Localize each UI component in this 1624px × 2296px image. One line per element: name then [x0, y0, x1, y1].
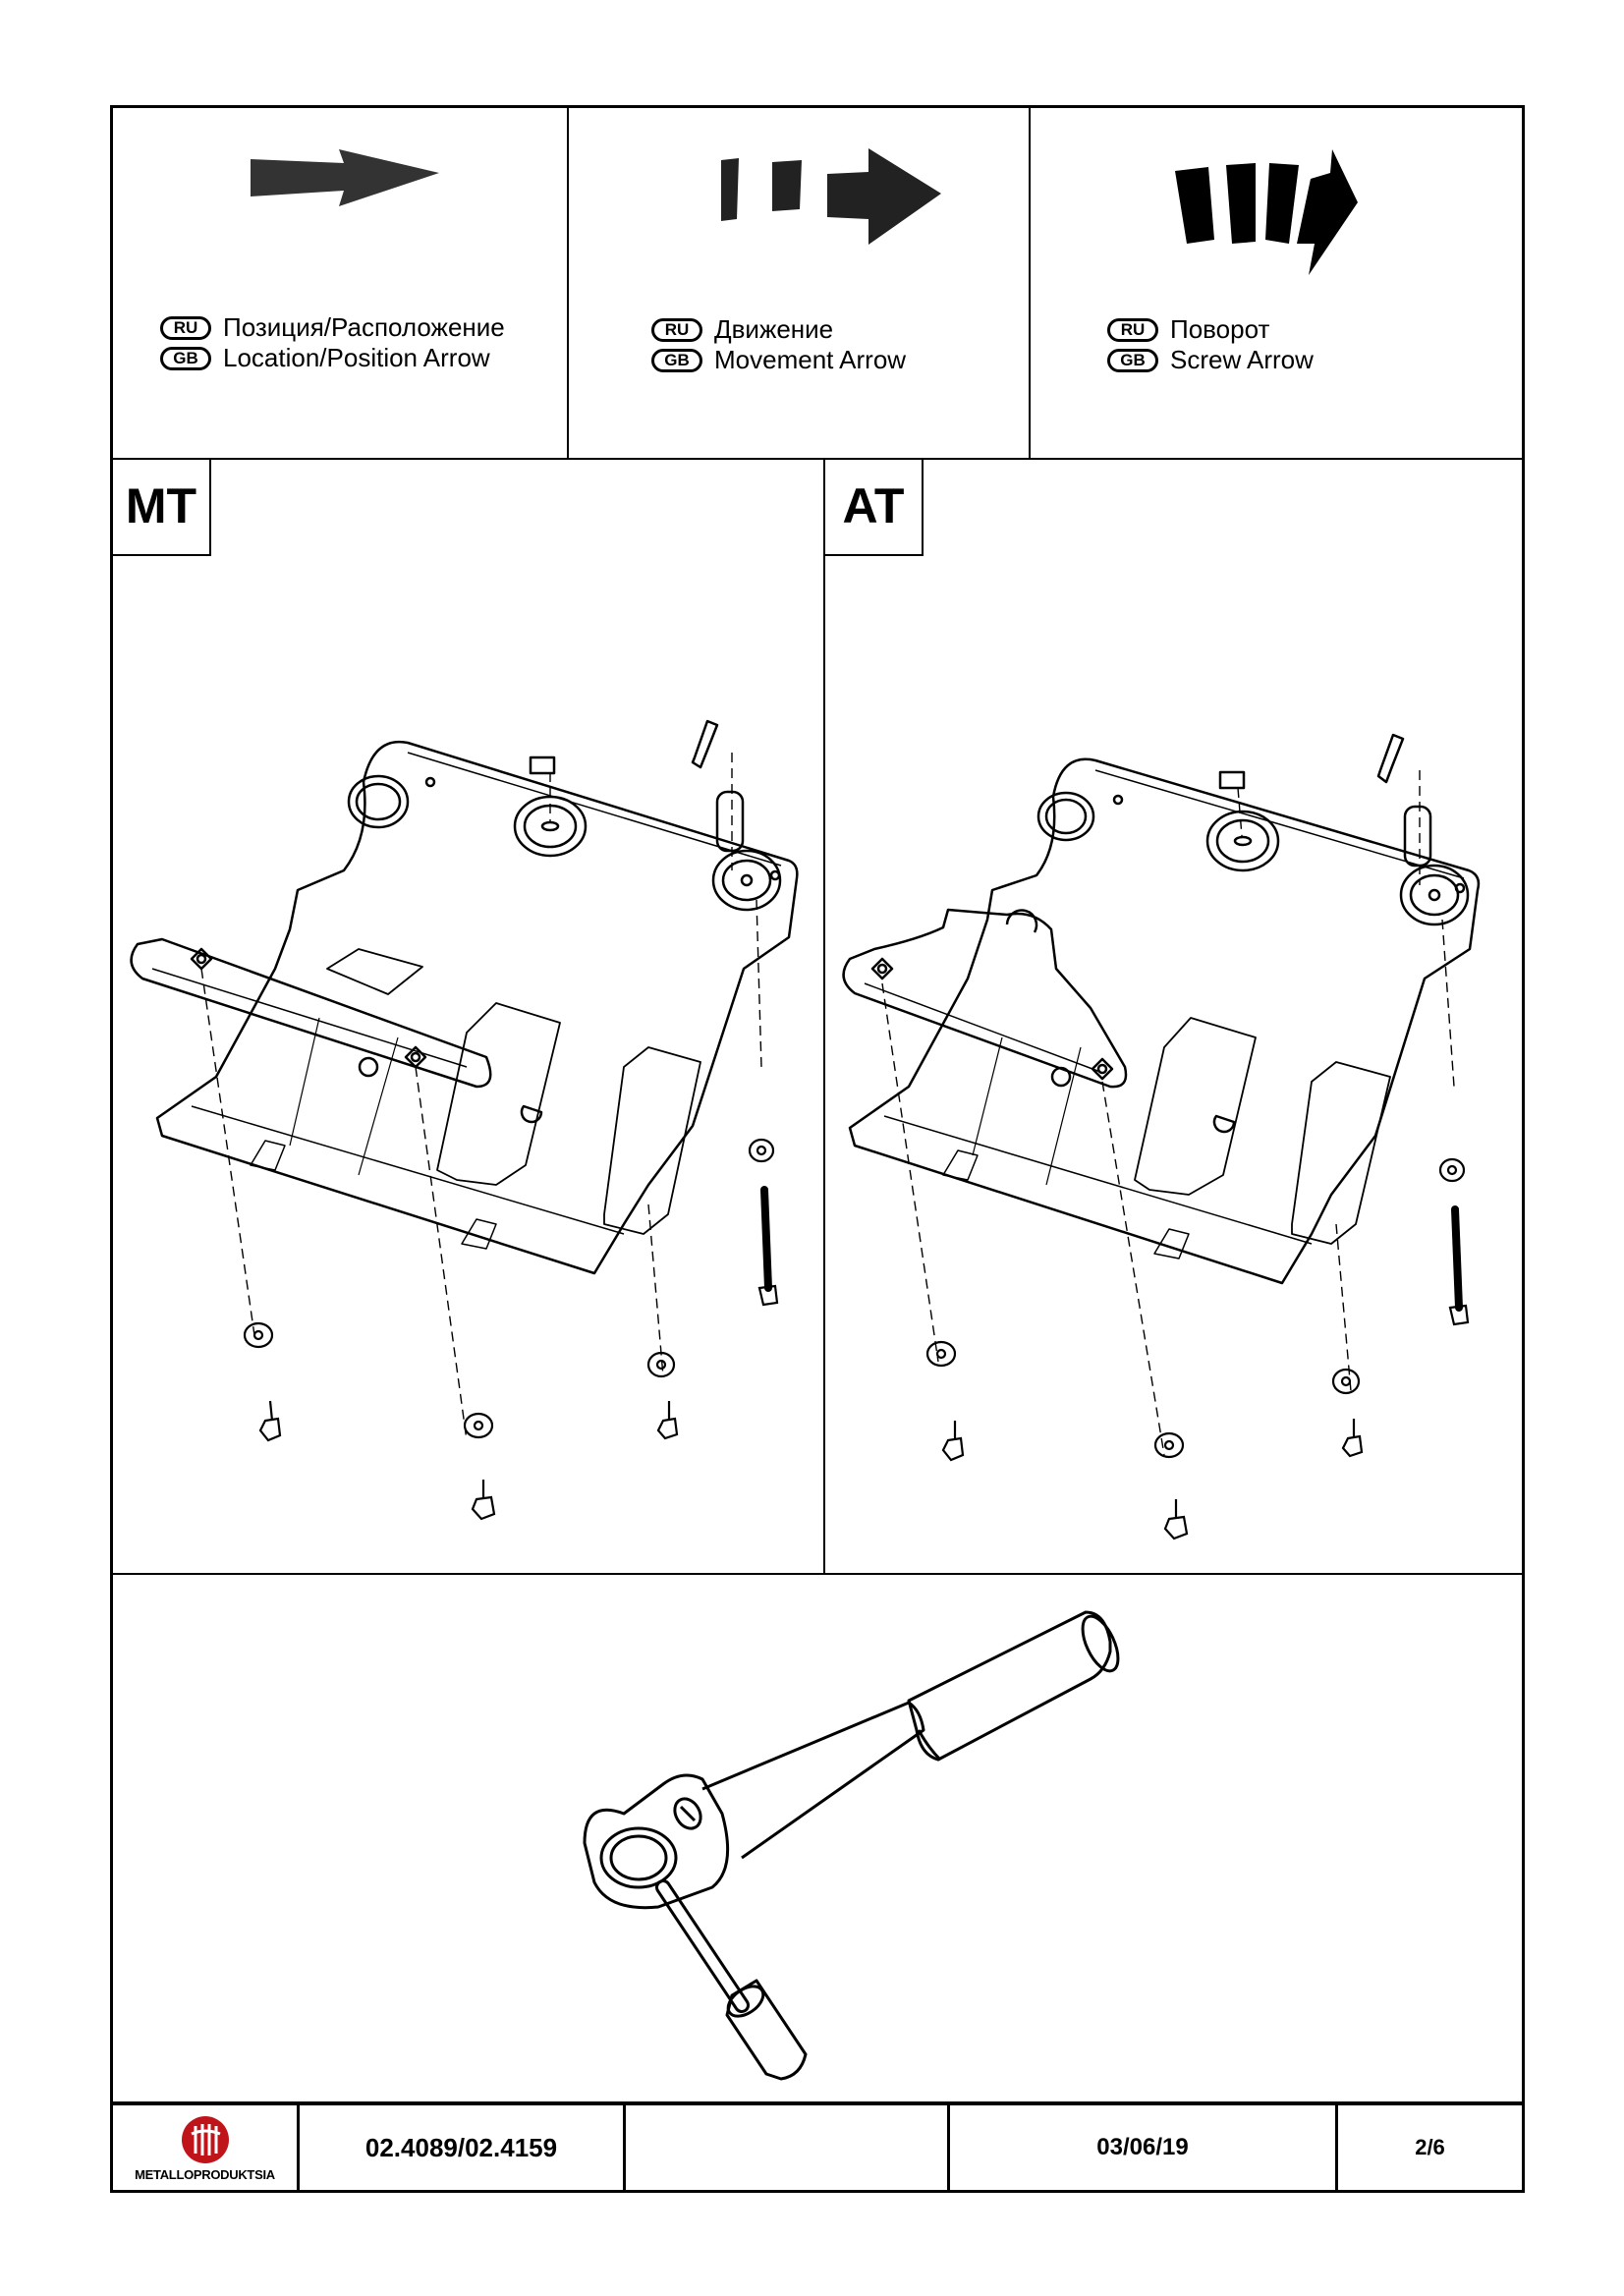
- legend-text-screw: RU Поворот GB Screw Arrow: [1107, 314, 1314, 375]
- diagram-label-mt: MT: [113, 458, 211, 556]
- gb-badge: GB: [651, 348, 702, 372]
- diagram-label-at: AT: [825, 458, 924, 556]
- blank-cell: [626, 2105, 950, 2190]
- legend-row: RU Позиция/Расположение GB Location/Positi…: [113, 108, 1522, 460]
- movement-arrow-icon: [721, 148, 941, 245]
- skid-plate-mt-drawing: [130, 719, 799, 1521]
- legend-movement: RU Движение GB Movement Arrow: [569, 108, 1031, 458]
- diagram-mt: MT: [113, 458, 825, 1573]
- ru-badge: RU: [1107, 317, 1158, 342]
- legend-text-location: RU Позиция/Расположение GB Location/Positi…: [160, 312, 505, 373]
- diagram-at: AT: [825, 458, 1522, 1573]
- legend-gb-label: Movement Arrow: [714, 345, 907, 374]
- gb-badge: GB: [1107, 348, 1158, 372]
- page-frame: RU Позиция/Расположение GB Location/Positi…: [110, 105, 1525, 2193]
- gb-badge: GB: [160, 346, 211, 370]
- title-block-footer: METALLOPRODUKTSIA 02.4089/02.4159 03/06/…: [113, 2101, 1522, 2190]
- part-number: 02.4089/02.4159: [300, 2105, 626, 2190]
- logo-text: METALLOPRODUKTSIA: [135, 2166, 275, 2182]
- legend-text-movement: RU Движение GB Movement Arrow: [651, 314, 906, 375]
- page-number: 2/6: [1415, 2135, 1445, 2159]
- diagram-row: MT: [113, 458, 1522, 1575]
- legend-ru-label: Позиция/Расположение: [223, 312, 505, 342]
- legend-screw: RU Поворот GB Screw Arrow: [1031, 108, 1522, 458]
- tool-row: [113, 1573, 1522, 2101]
- location-arrow-icon: [251, 149, 439, 206]
- legend-ru-label: Движение: [714, 314, 834, 344]
- ru-badge: RU: [651, 317, 702, 342]
- ru-badge: RU: [160, 315, 211, 340]
- legend-location: RU Позиция/Расположение GB Location/Positi…: [113, 108, 569, 458]
- screw-arrow-icon: [1175, 149, 1358, 275]
- legend-ru-label: Поворот: [1170, 314, 1270, 344]
- legend-gb-label: Screw Arrow: [1170, 345, 1314, 374]
- legend-gb-label: Location/Position Arrow: [223, 343, 490, 372]
- metalloproduktsia-logo-icon: [181, 2115, 229, 2163]
- ratchet-wrench-icon: [583, 1610, 1120, 2081]
- document-date: 03/06/19: [950, 2105, 1338, 2190]
- skid-plate-at-drawing: [842, 733, 1481, 1540]
- manufacturer-logo: METALLOPRODUKTSIA: [113, 2105, 300, 2190]
